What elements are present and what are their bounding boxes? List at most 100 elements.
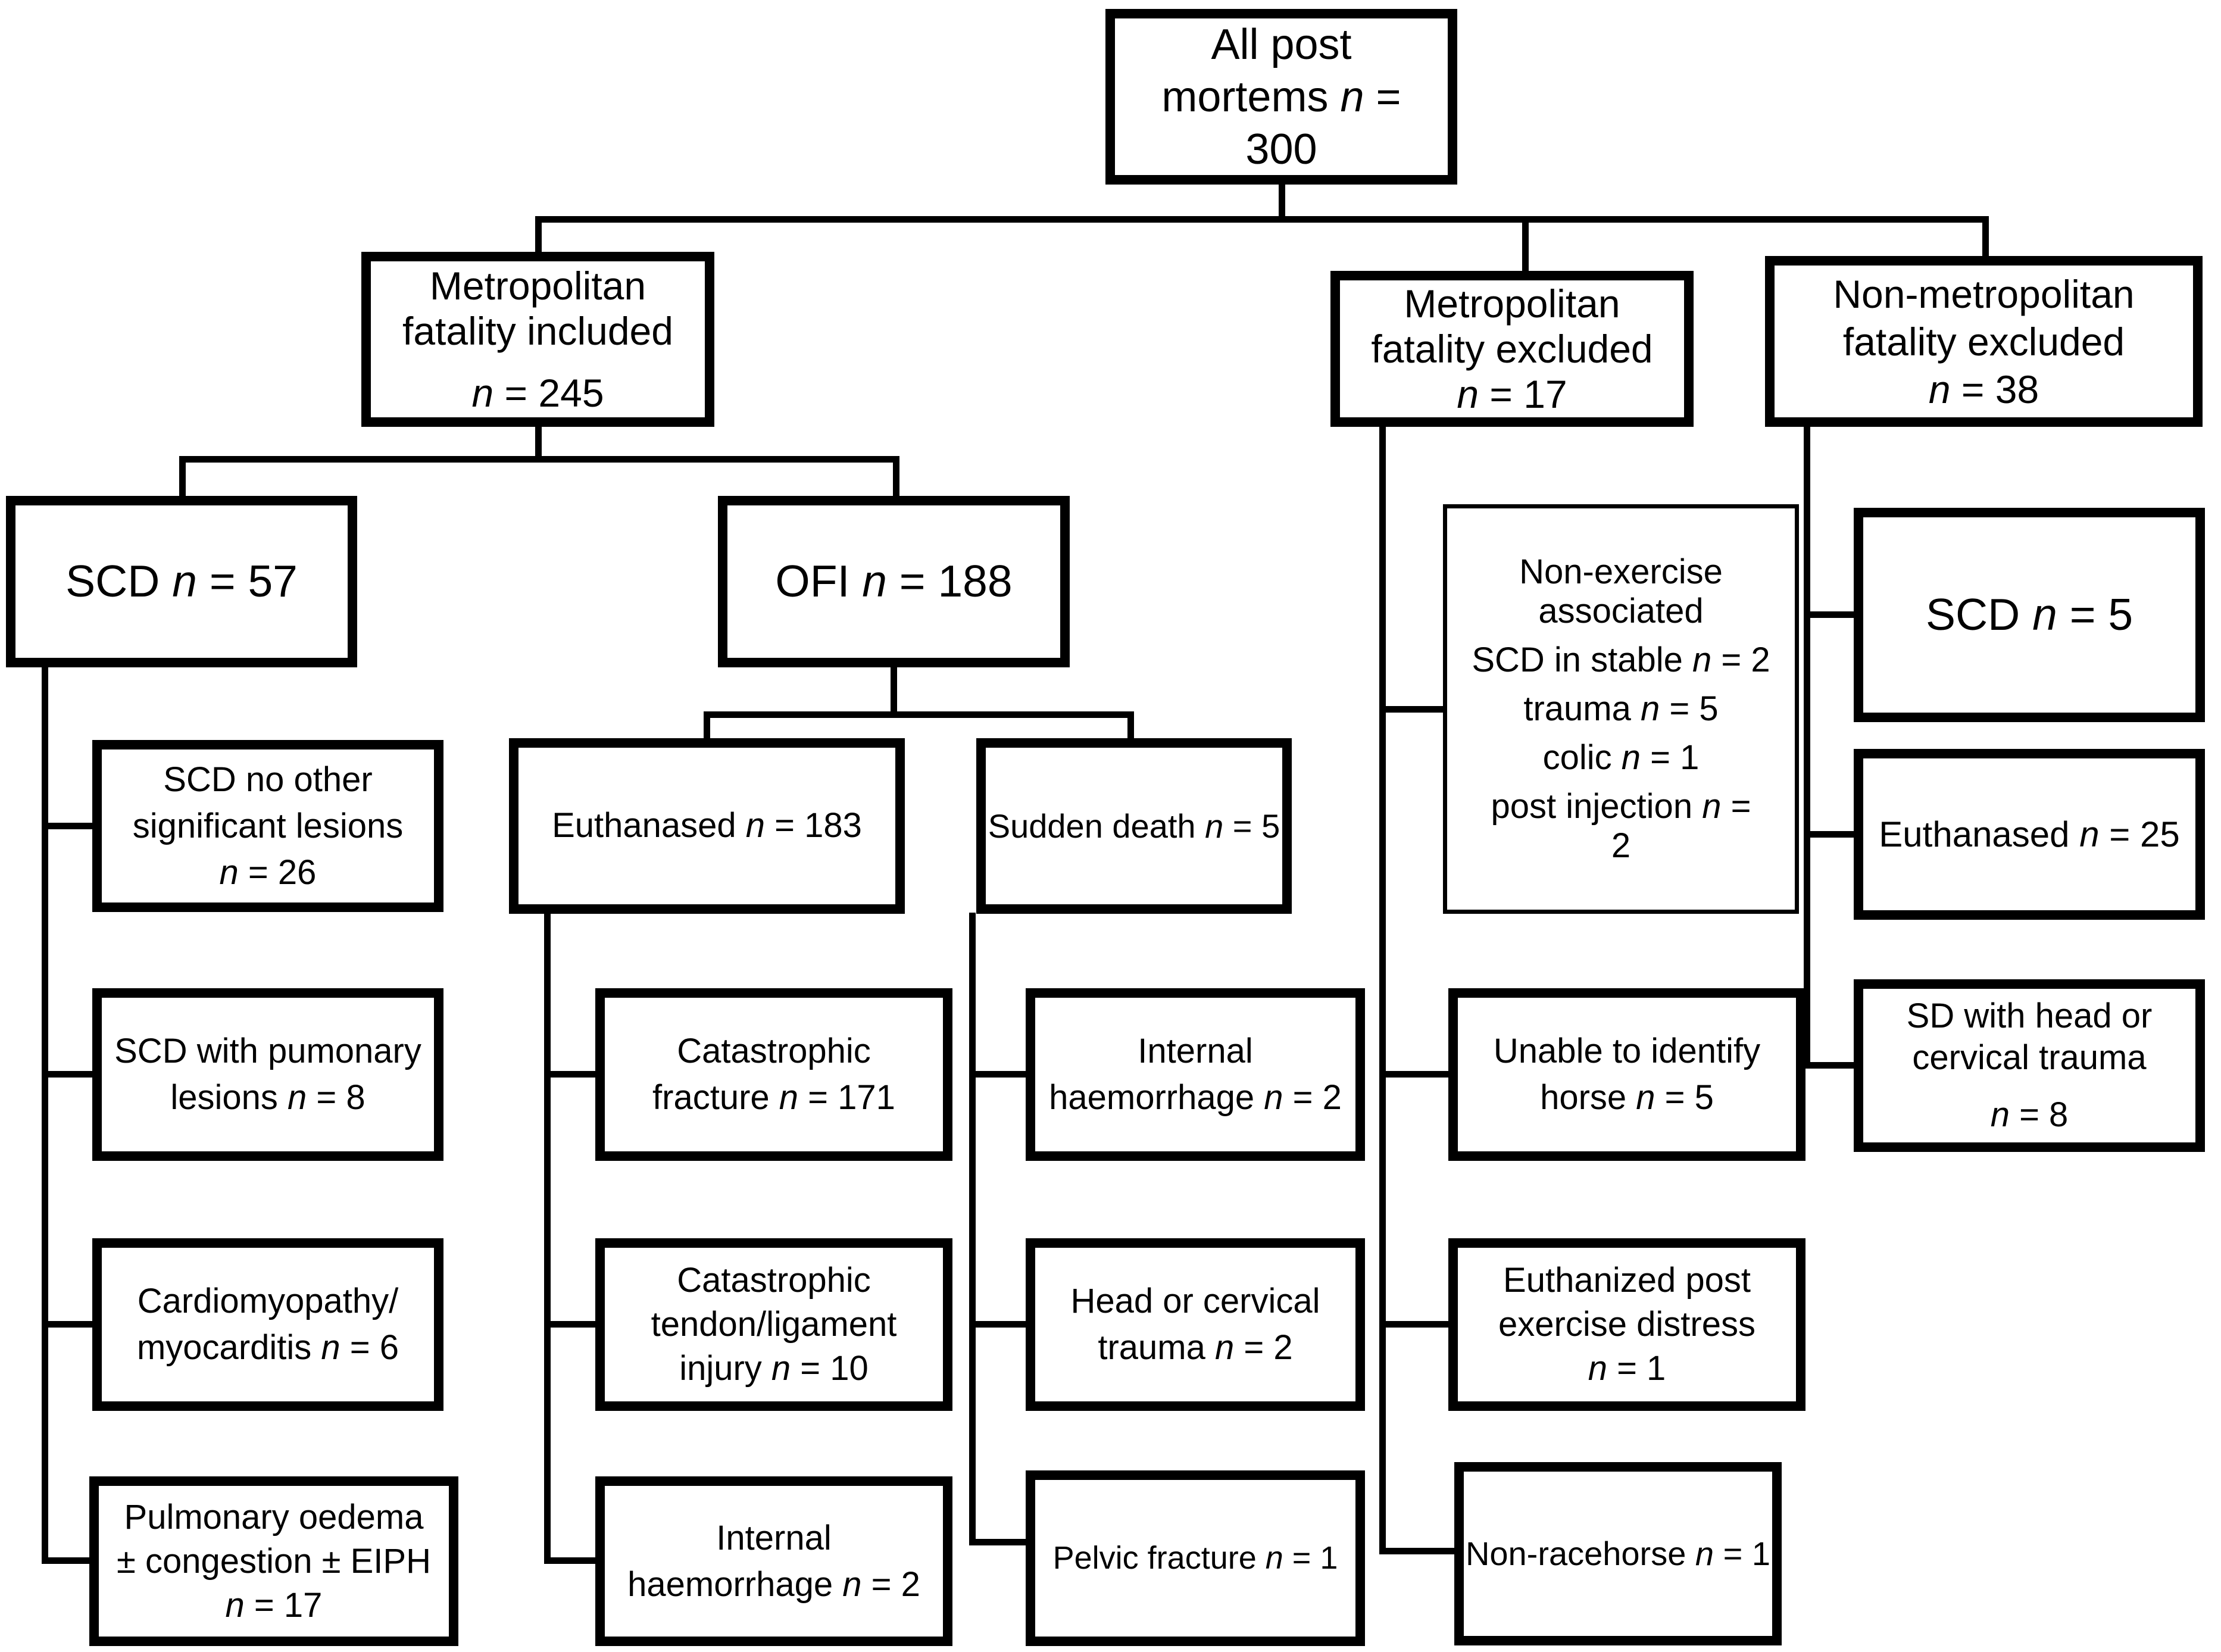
node-line: fatality excluded	[1842, 319, 2125, 364]
node-ofi-188: OFI n = 188	[718, 496, 1070, 667]
connector-euthanased-trunk	[544, 913, 551, 1564]
node-label: Pelvic fracture n = 1	[1035, 1538, 1355, 1579]
node-line-spacer	[1447, 631, 1795, 641]
connector-stub-unable-identify	[1379, 1071, 1450, 1078]
node-line: SCD n = 57	[65, 556, 298, 607]
node-line: Internal	[1138, 1032, 1253, 1070]
node-scd-5: SCD n = 5	[1854, 508, 2205, 722]
connector-drop-sudden-death	[1127, 711, 1134, 739]
node-non-racehorse: Non-racehorse n = 1	[1454, 1462, 1782, 1645]
node-line-spacer	[1863, 1079, 2195, 1094]
node-sudden-death-5: Sudden death n = 5	[976, 738, 1292, 914]
connector-drop-met-included	[535, 216, 542, 253]
node-line: trauma n = 5	[1523, 689, 1719, 728]
connector-stub-euthanized-distress	[1379, 1321, 1450, 1328]
node-scd-57: SCD n = 57	[6, 496, 357, 667]
node-line-spacer	[1447, 777, 1795, 787]
node-label: Unable to identify horse n = 5	[1458, 1028, 1796, 1121]
node-line: Cardiomyopathy/	[137, 1282, 399, 1320]
connector-sudden-trunk	[969, 913, 976, 1545]
connector-met-excluded-trunk	[1379, 426, 1386, 1554]
connector-met-included-drop	[535, 426, 542, 461]
connector-euth-sudden-splitter	[704, 711, 1134, 718]
node-line: SCD n = 5	[1925, 589, 2133, 640]
connector-stub-head-cervical	[969, 1321, 1029, 1328]
node-line: fatality included	[402, 309, 673, 353]
node-label: Non-racehorse n = 1	[1464, 1533, 1772, 1575]
node-line: n = 38	[1928, 367, 2039, 411]
node-line: 300	[1245, 125, 1317, 173]
connector-stub-euthanased25	[1804, 831, 1855, 838]
node-label: All post mortems n =300	[1115, 18, 1448, 176]
node-line: horse n = 5	[1540, 1078, 1714, 1117]
node-line: All post	[1211, 20, 1352, 68]
node-line: Sudden death n = 5	[988, 807, 1280, 845]
node-line: Pulmonary oedema	[124, 1497, 424, 1537]
node-cardiomyopathy-myocarditis: Cardiomyopathy/myocarditis n = 6	[92, 1238, 443, 1411]
node-label: Euthanased n = 25	[1863, 812, 2195, 857]
node-line: Euthanized post	[1503, 1261, 1751, 1300]
node-line: SCD in stable n = 2	[1472, 641, 1770, 679]
connector-stub-non-exercise	[1379, 706, 1445, 713]
connector-stub-pelvic	[969, 1539, 1029, 1545]
node-label: SCD no other significant lesions n = 26	[102, 757, 434, 896]
connector-stub-pulmonary-oedema	[42, 1557, 92, 1564]
node-euthanased-25: Euthanased n = 25	[1854, 749, 2205, 920]
node-line: n = 26	[219, 852, 317, 892]
node-line: significant lesions	[132, 806, 404, 845]
node-line: SCD no other	[163, 760, 373, 799]
node-line: n = 8	[1990, 1095, 2069, 1134]
connector-drop-euthanased	[704, 711, 710, 739]
connector-stub-scd5	[1804, 611, 1855, 618]
node-line: n = 245	[471, 371, 604, 415]
node-line: exercise distress	[1498, 1305, 1755, 1344]
node-line: Non-exercise	[1519, 552, 1723, 591]
node-line: 2	[1611, 826, 1631, 865]
connector-stub-scd-no-other	[42, 823, 95, 829]
connector-stub-cat-tendon	[544, 1321, 598, 1328]
node-line: n = 17	[1457, 372, 1567, 416]
connector-drop-scd57	[179, 456, 186, 497]
node-line: mortems n =	[1161, 73, 1401, 121]
node-line: Unable to identify	[1493, 1032, 1761, 1070]
node-unable-to-identify-horse: Unable to identify horse n = 5	[1448, 988, 1805, 1161]
connector-ofi-drop	[891, 666, 897, 717]
node-line: colic n = 1	[1542, 738, 1700, 777]
node-line: Non-racehorse n = 1	[1465, 1535, 1771, 1572]
node-line: associated	[1538, 592, 1704, 630]
node-line: myocarditis n = 6	[136, 1328, 399, 1367]
connector-scd-trunk	[42, 666, 48, 1564]
node-line: tendon/ligament	[651, 1305, 897, 1344]
node-scd-no-other-lesions: SCD no other significant lesions n = 26	[92, 740, 443, 912]
connector-stub-cat-fracture	[544, 1071, 598, 1078]
node-line: haemorrhage n = 2	[627, 1564, 920, 1604]
node-label: OFI n = 188	[727, 554, 1060, 610]
node-line: SD with head or	[1906, 997, 2153, 1035]
node-line: lesions n = 8	[170, 1078, 366, 1117]
node-line: cervical trauma	[1912, 1038, 2147, 1077]
node-line-spacer	[1447, 680, 1795, 689]
connector-drop-met-excluded	[1522, 216, 1529, 272]
node-line: Catastrophic	[677, 1261, 871, 1300]
node-line-spacer	[1447, 729, 1795, 738]
node-euthanased-183: Euthanased n = 183	[509, 738, 905, 914]
connector-nonmet-trunk	[1804, 426, 1810, 1069]
connector-drop-ofi188	[893, 456, 899, 497]
node-line: ± congestion ± EIPH	[117, 1541, 431, 1581]
